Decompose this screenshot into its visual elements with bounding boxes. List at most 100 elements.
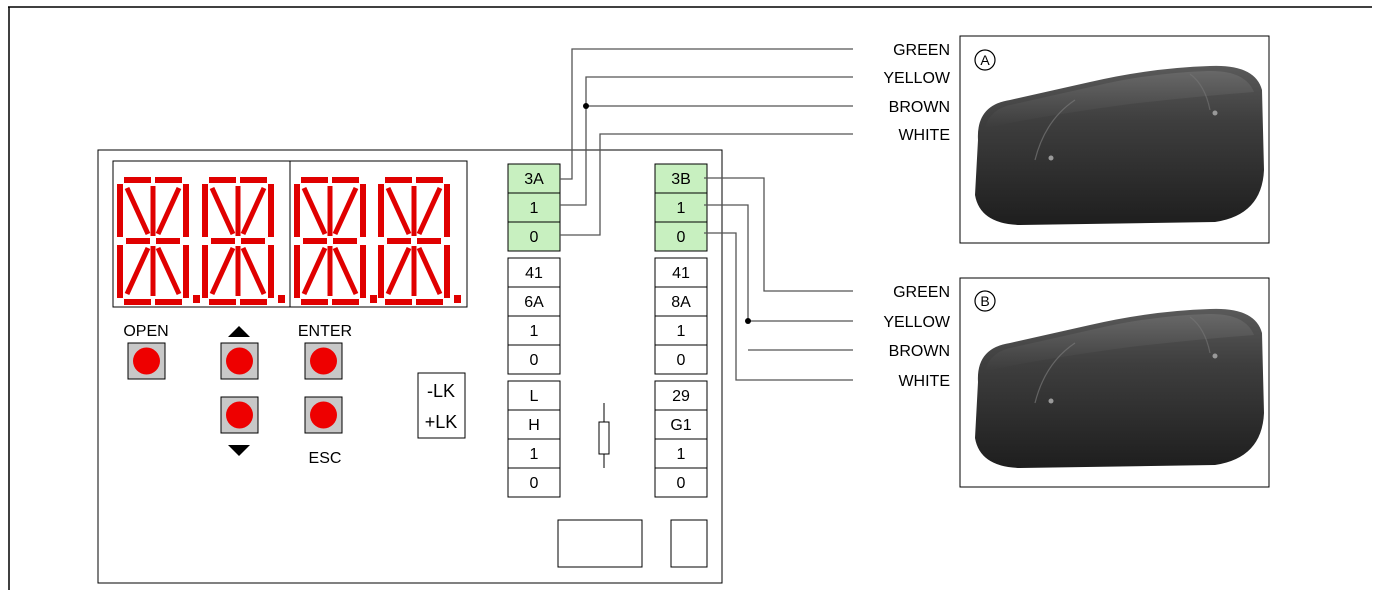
wire-a-label-white: WHITE (898, 127, 950, 144)
display-segment (240, 186, 267, 236)
terminal-cell (507, 344, 561, 375)
esc-button-label: ESC (309, 450, 342, 467)
terminal-cell (654, 380, 708, 411)
terminal-label: 41 (672, 265, 690, 282)
terminal-label: 1 (677, 200, 686, 217)
terminal-label: L (530, 388, 539, 405)
terminal-cell (507, 221, 561, 252)
terminal-label: 0 (677, 475, 686, 492)
wire-labels-a: GREEN YELLOW BROWN WHITE (883, 42, 951, 144)
fuse-symbol (598, 403, 610, 468)
sensor-a-device (975, 65, 1264, 225)
display-segment (124, 246, 151, 296)
sensor-a-marker-circle (974, 49, 996, 71)
display-segment (301, 186, 328, 236)
wire-b-yellow (704, 204, 853, 322)
terminal-label: 8A (671, 294, 691, 311)
lk-minus-label: -LK (427, 381, 455, 401)
terminal-block-3b: 3B 1 0 (654, 163, 708, 252)
decimal-point (370, 295, 377, 303)
lk-jumper: -LK +LK (417, 372, 466, 439)
decimal-point (193, 295, 200, 303)
sensor-a-panel: A (959, 35, 1270, 244)
terminal-label: 3B (671, 171, 691, 188)
wire-b-label-brown: BROWN (889, 343, 950, 360)
up-arrow-icon (228, 326, 250, 337)
esc-button[interactable] (304, 396, 343, 434)
enter-button-label: ENTER (298, 323, 352, 340)
wire-a-green (560, 48, 853, 180)
terminal-label: 0 (530, 352, 539, 369)
terminal-cell (507, 286, 561, 317)
wire-b-white (704, 232, 853, 381)
terminal-label: 0 (530, 475, 539, 492)
display-segment (416, 246, 443, 296)
terminal-label: 1 (677, 323, 686, 340)
decimal-point (454, 295, 461, 303)
connector-box-large (557, 519, 643, 568)
open-button[interactable] (127, 342, 166, 380)
terminal-label: 41 (525, 265, 543, 282)
wire-b-label-green: GREEN (893, 284, 950, 301)
up-button[interactable] (220, 342, 259, 380)
display-segment (332, 186, 359, 236)
terminal-cell (507, 467, 561, 498)
terminal-label: 3A (524, 171, 544, 188)
terminal-label: 1 (530, 446, 539, 463)
down-arrow-icon (228, 445, 250, 456)
display-segment (385, 186, 412, 236)
terminal-cell (507, 315, 561, 346)
wire-a-white (560, 133, 853, 236)
display-segment (385, 246, 412, 296)
terminal-cell (507, 163, 561, 194)
terminal-cell (654, 221, 708, 252)
terminal-label: H (528, 417, 540, 434)
terminal-cell (654, 409, 708, 440)
terminal-cell (507, 380, 561, 411)
enter-button[interactable] (304, 342, 343, 380)
display-segment (416, 186, 443, 236)
wire-a-yellow (560, 76, 853, 206)
sensor-b-device (975, 308, 1264, 468)
terminal-label: 0 (530, 229, 539, 246)
wire-b-label-yellow: YELLOW (883, 314, 951, 331)
terminal-cell (507, 192, 561, 223)
wire-labels-b: GREEN YELLOW BROWN WHITE (883, 284, 951, 390)
display-segment (209, 246, 236, 296)
sensor-b-marker: B (980, 293, 989, 309)
open-button-label: OPEN (123, 323, 168, 340)
display-digit-2 (202, 177, 285, 305)
down-button[interactable] (220, 396, 259, 434)
terminal-block-left-2: 41 6A 1 0 (507, 257, 561, 375)
sensor-b-marker-circle (974, 290, 996, 312)
terminal-label: 1 (530, 323, 539, 340)
terminal-label: 6A (524, 294, 544, 311)
display-segment (209, 186, 236, 236)
display-segment (155, 246, 182, 296)
terminal-cell (507, 409, 561, 440)
terminal-cell (507, 257, 561, 288)
terminal-cell (507, 438, 561, 469)
sensor-a-marker: A (980, 52, 990, 68)
sensor-b-panel: B (959, 277, 1270, 488)
lk-plus-label: +LK (425, 412, 458, 432)
wire-b-junction (745, 318, 751, 324)
wire-b-green (704, 177, 853, 292)
display-segment (332, 246, 359, 296)
terminal-label: G1 (670, 417, 691, 434)
wires-sensor-b (704, 177, 853, 381)
terminal-label: 0 (677, 229, 686, 246)
display-segment (124, 186, 151, 236)
wire-b-label-white: WHITE (898, 373, 950, 390)
display-digit-3 (294, 177, 377, 305)
connector-box-small (670, 519, 708, 568)
terminal-cell (654, 467, 708, 498)
panel-buttons: OPEN ENTER ESC (123, 323, 352, 467)
wire-a-label-green: GREEN (893, 42, 950, 59)
display-digit-4 (378, 177, 461, 305)
